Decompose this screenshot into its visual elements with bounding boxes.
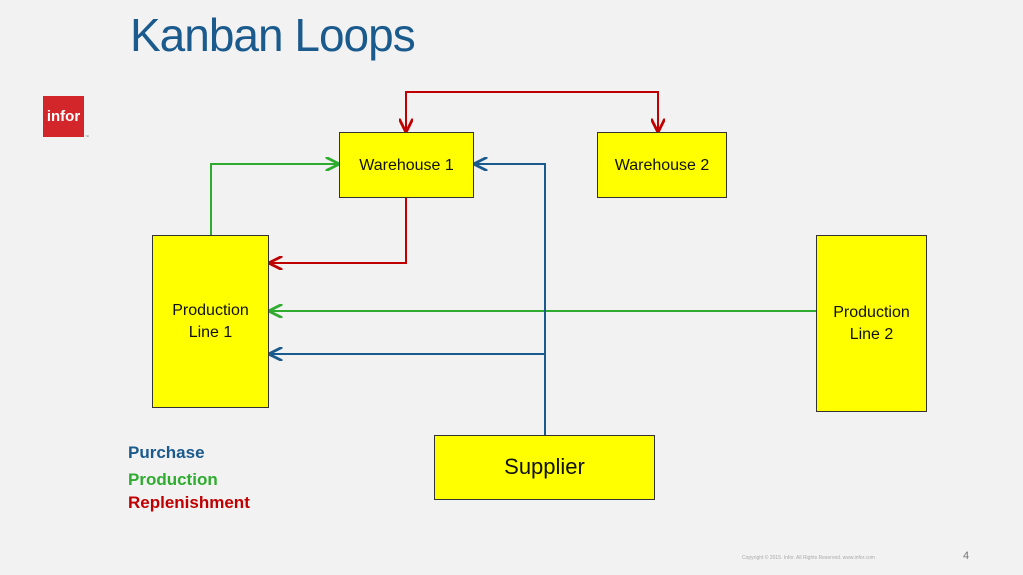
- logo-text: infor: [46, 108, 81, 125]
- warehouse-2-label: Warehouse 2: [614, 157, 710, 174]
- production-line-2-label: Production Line 2: [833, 303, 910, 343]
- replenishment-arrow-wh1-pl1: [270, 198, 407, 263]
- legend-purchase: Purchase: [128, 443, 205, 462]
- production-line-2-node: Production Line 2: [816, 235, 927, 412]
- warehouse-2-node: Warehouse 2: [597, 132, 727, 198]
- supplier-label: Supplier: [504, 454, 585, 479]
- logo-trademark: ™: [85, 134, 89, 139]
- slide-title: Kanban Loops: [130, 9, 416, 61]
- production-line-1-node: Production Line 1: [152, 235, 269, 408]
- production-line-1-label: Production Line 1: [172, 301, 249, 341]
- infor-logo: infor: [43, 96, 84, 137]
- page-number: 4: [963, 550, 970, 562]
- production-arrow-pl1-wh1: [210, 164, 338, 235]
- warehouse-1-node: Warehouse 1: [339, 132, 474, 198]
- legend-replenishment: Replenishment: [128, 493, 250, 512]
- replenishment-arrow-wh1-wh2: [406, 91, 658, 131]
- copyright-notice: Copyright © 2015. Infor. All Rights Rese…: [742, 555, 875, 561]
- supplier-node: Supplier: [434, 435, 655, 500]
- legend-production: Production: [128, 470, 218, 489]
- purchase-arrow-supplier-wh1: [475, 164, 546, 435]
- warehouse-1-label: Warehouse 1: [359, 157, 454, 174]
